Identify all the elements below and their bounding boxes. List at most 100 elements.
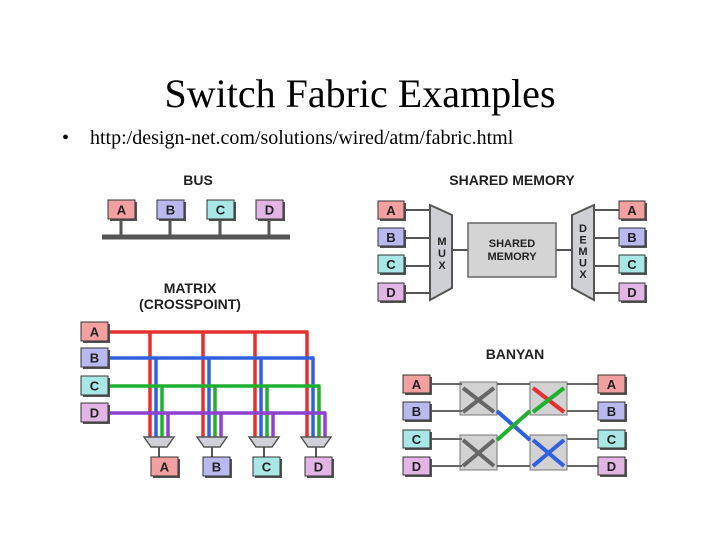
shared-memory-block (467, 222, 557, 278)
demux-letter: M (578, 246, 587, 258)
bus-port-d-box (255, 199, 284, 220)
banyan-input-b-label: B (412, 404, 421, 419)
matrix-output-c-label: C (262, 460, 272, 475)
matrix-input-b-box (80, 347, 109, 368)
banyan-input-b-box (402, 401, 431, 421)
bullet-item: •http:/design-net.com/solutions/wired/at… (62, 127, 513, 150)
sm-output-c-label: C (627, 257, 637, 272)
bus-port-b-label: B (166, 203, 175, 218)
banyan-stage2-bottom-cross (531, 438, 566, 468)
banyan-output-a-label: A (607, 377, 617, 392)
matrix-output-mux (142, 436, 176, 448)
matrix-input-c: C (80, 375, 110, 397)
sm-input-a-label: A (386, 203, 396, 218)
banyan-input-d-box (402, 456, 431, 476)
sm-input-a-box (377, 200, 405, 220)
matrix-input-c-box (80, 375, 109, 396)
matrix-output-a-box (150, 456, 179, 477)
bullet-url: http:/design-net.com/solutions/wired/atm… (90, 127, 514, 149)
sm-input-b: B (377, 227, 406, 248)
banyan-input-c: C (402, 429, 432, 450)
sm-input-d: D (377, 282, 406, 303)
sm-output-b: B (618, 227, 647, 248)
banyan-cross-link (495, 409, 532, 442)
banyan-stage1-top-cross (461, 386, 496, 414)
matrix-output-a: A (150, 456, 180, 478)
sm-input-c-label: C (386, 257, 396, 272)
bus-port-c-box (206, 199, 235, 220)
matrix-input-a: A (80, 321, 110, 343)
matrix-output-c-box (252, 456, 281, 477)
sm-input-c: C (377, 254, 406, 275)
bus-port-a-box (107, 199, 136, 220)
mux-letter: X (438, 260, 446, 272)
banyan-title: BANYAN (486, 346, 545, 362)
matrix-input-c-label: C (90, 379, 100, 394)
banyan-input-a-box (402, 374, 431, 394)
mux-letter: M (437, 236, 446, 248)
matrix-input-a-box (80, 321, 109, 342)
shared-memory-wires (404, 209, 620, 294)
shared-memory-title: SHARED MEMORY (449, 172, 575, 188)
bus-title: BUS (183, 172, 213, 188)
matrix-input-a-label: A (90, 325, 100, 340)
matrix-output-mux (247, 436, 281, 448)
sm-output-c-box (618, 254, 646, 274)
sm-input-b-label: B (386, 230, 395, 245)
banyan-output-c-box (597, 429, 626, 449)
bus-port-c: C (206, 199, 236, 221)
matrix-output-b-label: B (212, 460, 221, 475)
matrix-title: MATRIX (164, 280, 217, 296)
banyan-input-c-label: C (412, 432, 422, 447)
matrix-output-d: D (304, 456, 334, 478)
banyan-input-a-label: A (412, 377, 422, 392)
matrix-input-d-label: D (90, 406, 99, 421)
matrix-output-mux (299, 436, 333, 448)
sm-output-b-label: B (627, 230, 636, 245)
banyan-wires (430, 381, 598, 471)
banyan-output-c-label: C (607, 432, 617, 447)
banyan-output-d: D (597, 456, 627, 477)
banyan-output-b-box (597, 401, 626, 421)
shared-memory-text-2: MEMORY (487, 251, 537, 263)
bus-port-d-label: D (265, 203, 274, 218)
sm-output-d-label: D (627, 285, 636, 300)
bus-port-b-box (156, 199, 185, 220)
matrix-output-a-label: A (160, 460, 170, 475)
slide-title: Switch Fabric Examples (164, 71, 556, 116)
mux-block (429, 203, 453, 302)
demux-letter: U (579, 258, 587, 270)
banyan-stage1-bottom-cross (461, 438, 496, 468)
matrix-output-d-label: D (314, 460, 323, 475)
bus-port-b: B (156, 199, 186, 221)
sm-output-d: D (618, 282, 647, 303)
sm-output-a: A (618, 200, 647, 221)
matrix-input-b-label: B (90, 351, 99, 366)
demux-block (571, 203, 595, 302)
mux-letters: MUX (437, 236, 446, 272)
bus-ports: A B C D (107, 199, 285, 237)
banyan-input-d-label: D (412, 459, 421, 474)
banyan-output-b: B (597, 401, 627, 422)
demux-letter: D (579, 223, 587, 235)
demux-letter: X (579, 269, 587, 281)
sm-output-a-box (618, 200, 646, 220)
bus-port-a: A (107, 199, 137, 221)
banyan-output-a: A (597, 374, 627, 395)
bus-port-c-label: C (216, 203, 226, 218)
banyan-output-d-box (597, 456, 626, 476)
banyan-input-b: B (402, 401, 432, 422)
mux-letter: U (438, 248, 446, 260)
matrix-output-d-box (304, 456, 333, 477)
banyan-input-d: D (402, 456, 432, 477)
banyan-output-b-label: B (607, 404, 616, 419)
sm-input-d-label: D (386, 285, 395, 300)
banyan-stage2-top-cross (531, 386, 566, 414)
sm-input-d-box (377, 282, 405, 302)
banyan-output-c: C (597, 429, 627, 450)
matrix-input-d-box (80, 402, 109, 423)
